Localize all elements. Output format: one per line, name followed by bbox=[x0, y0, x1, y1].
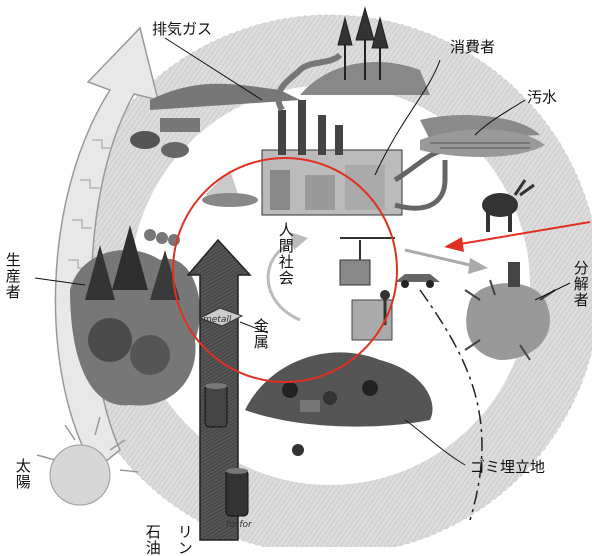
label-consumer: 消費者 bbox=[450, 38, 496, 56]
label-landfill: ゴミ埋立地 bbox=[470, 458, 546, 476]
crops-icon bbox=[144, 193, 258, 246]
decomposer-roots bbox=[464, 262, 556, 361]
crane-icon bbox=[339, 237, 395, 286]
inner-cycle-arrows bbox=[205, 170, 488, 322]
sewage-pool bbox=[420, 129, 545, 157]
cattle-icon bbox=[130, 118, 200, 158]
label-producer: 生産者 bbox=[3, 252, 22, 300]
car-icon bbox=[395, 274, 440, 288]
person-with-cart-icon bbox=[351, 290, 393, 341]
moose-icon bbox=[482, 179, 535, 232]
tree-icon bbox=[337, 6, 389, 80]
pointer-arrow-icon bbox=[444, 221, 591, 252]
human-society-highlight bbox=[172, 157, 398, 383]
oil-drum-icon bbox=[204, 383, 228, 428]
label-metal: 金属 bbox=[251, 318, 270, 350]
trash-heap-icon bbox=[245, 352, 433, 456]
label-phosphorus: リン bbox=[175, 524, 194, 556]
label-exhaust-gas: 排気ガス bbox=[152, 20, 213, 38]
label-decomposer: 分解者 bbox=[571, 260, 590, 308]
producer-forest bbox=[70, 225, 201, 406]
metal-book-icon bbox=[198, 307, 244, 327]
dashed-boundary bbox=[419, 289, 483, 521]
sun-icon bbox=[36, 416, 139, 506]
label-sewage: 汚水 bbox=[527, 88, 558, 106]
label-leader-lines bbox=[34, 37, 571, 466]
label-human-society: 人間社会 bbox=[276, 222, 295, 286]
phosphor-drum-text: fosfor bbox=[226, 520, 253, 530]
label-sun: 太陽 bbox=[13, 458, 32, 490]
label-oil: 石油 bbox=[143, 524, 162, 556]
metal-drum-text: metall bbox=[203, 315, 232, 325]
phosphor-drum-icon bbox=[225, 468, 249, 517]
